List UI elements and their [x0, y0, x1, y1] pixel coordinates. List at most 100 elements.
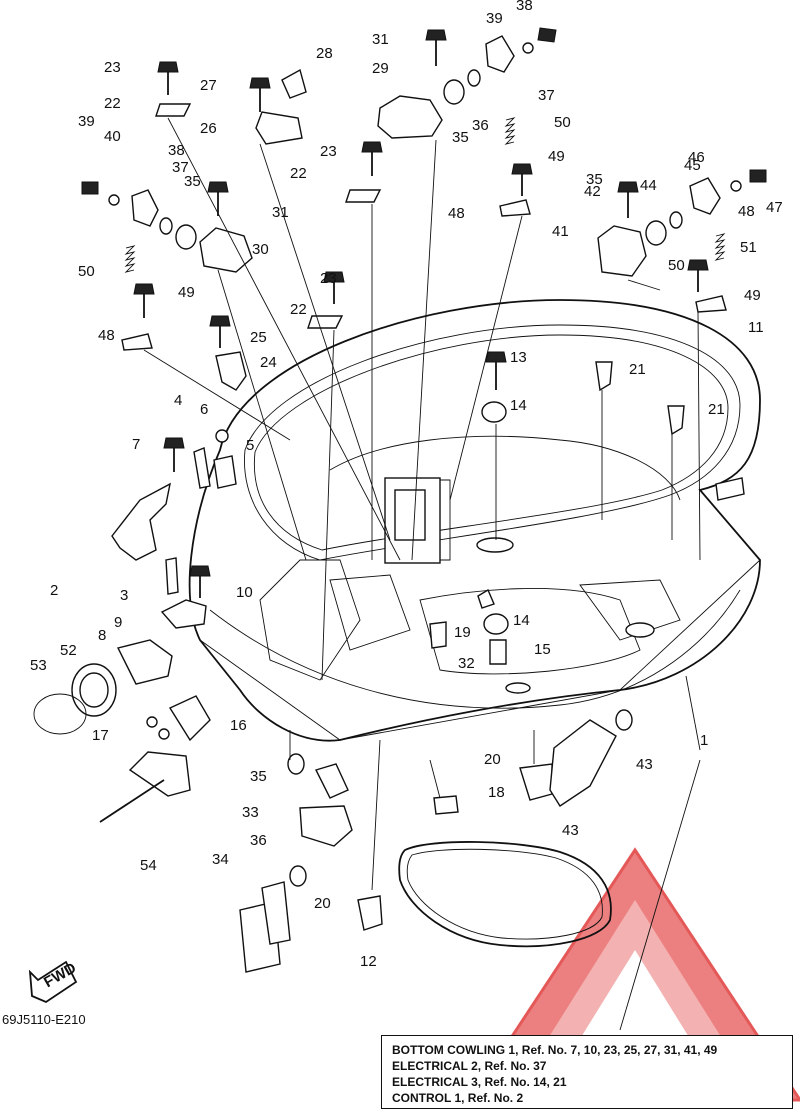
- callout-number: 2: [50, 582, 58, 599]
- callout-number: 32: [458, 655, 475, 672]
- bracket-48b: [121, 333, 153, 351]
- bolt-31b: [207, 181, 229, 216]
- callout-number: 49: [744, 287, 761, 304]
- callout-number: 50: [78, 263, 95, 280]
- clip-17b: [158, 728, 170, 740]
- callout-number: 20: [484, 751, 501, 768]
- plate-9: [160, 599, 207, 629]
- grommet-36a: [467, 69, 481, 87]
- callout-number: 26: [200, 120, 217, 137]
- screw-6: [215, 429, 229, 443]
- callout-number: 23: [320, 270, 337, 287]
- clamp-52: [33, 693, 87, 735]
- holder-40: [597, 225, 647, 277]
- collar-15: [489, 639, 507, 665]
- damper-20a: [519, 763, 553, 801]
- bolt-25: [209, 315, 231, 348]
- callout-number: 27: [200, 77, 217, 94]
- callout-number: 36: [250, 832, 267, 849]
- callout-number: 43: [636, 756, 653, 773]
- grommet-43a: [645, 220, 667, 246]
- callout-number: 37: [538, 87, 555, 104]
- note-line: ELECTRICAL 3, Ref. No. 14, 21: [392, 1075, 567, 1089]
- grommet-35b: [175, 224, 197, 250]
- callout-number: 19: [454, 624, 471, 641]
- bolt-49b: [511, 163, 533, 196]
- note-line: CONTROL 1, Ref. No. 2: [392, 1091, 524, 1105]
- callout-number: 6: [200, 401, 208, 418]
- callout-number: 28: [316, 45, 333, 62]
- callout-number: 43: [562, 822, 579, 839]
- callout-number: 50: [554, 114, 571, 131]
- callout-number: 48: [738, 203, 755, 220]
- fwd-arrow: FWD: [28, 959, 79, 1004]
- spring-50c: [714, 233, 726, 261]
- washer-39b: [108, 194, 120, 206]
- plate-22c: [307, 315, 344, 329]
- connector-37a: [485, 35, 515, 73]
- grommet-35d: [289, 865, 307, 887]
- callout-number: 34: [212, 851, 229, 868]
- callout-number: 54: [140, 857, 157, 874]
- fwd-label: FWD: [41, 959, 79, 991]
- bracket-48c: [695, 295, 727, 313]
- callout-number: 52: [60, 642, 77, 659]
- callout-number: 22: [290, 165, 307, 182]
- grommet-8: [116, 639, 173, 685]
- callout-number: 23: [104, 59, 121, 76]
- callout-number: 38: [516, 0, 533, 14]
- note-line: ELECTRICAL 2, Ref. No. 37: [392, 1059, 547, 1073]
- grommet-16: [168, 695, 211, 742]
- callout-number: 17: [92, 727, 109, 744]
- washer-39a: [522, 42, 534, 54]
- bolt-31a: [425, 29, 447, 66]
- callout-number: 23: [320, 143, 337, 160]
- callout-number: 41: [552, 223, 569, 240]
- callout-number: 38: [168, 142, 185, 159]
- callout-number: 25: [250, 329, 267, 346]
- connector-45: [689, 177, 721, 215]
- grommet-35a: [443, 79, 465, 105]
- callout-number: 47: [766, 199, 783, 216]
- callout-number: 21: [708, 401, 725, 418]
- callout-number: 35: [250, 768, 267, 785]
- callout-number: 40: [104, 128, 121, 145]
- plate-22b: [345, 189, 382, 203]
- bolt-41: [617, 181, 639, 218]
- callout-number: 3: [120, 587, 128, 604]
- callout-number: 51: [740, 239, 757, 256]
- grommet-36b: [159, 217, 173, 235]
- bolt-49a: [133, 283, 155, 318]
- callout-number: 14: [510, 397, 527, 414]
- callout-number: 11: [748, 319, 764, 336]
- reference-notes: BOTTOM COWLING 1, Ref. No. 7, 10, 23, 25…: [381, 1035, 793, 1109]
- bolt-13: [485, 351, 507, 390]
- bolt-23a: [157, 61, 179, 95]
- callout-number: 31: [372, 31, 389, 48]
- connector-37b: [131, 189, 159, 227]
- bumper-21a: [595, 361, 613, 392]
- bolt-23c: [323, 271, 345, 304]
- callout-number: 8: [98, 627, 106, 644]
- label-54: [715, 477, 745, 501]
- callout-number: 24: [260, 354, 277, 371]
- pin-32: [429, 621, 447, 649]
- callout-number: 15: [534, 641, 551, 658]
- small-parts: [33, 27, 767, 973]
- pin-3: [165, 557, 179, 595]
- callout-number: 49: [548, 148, 565, 165]
- callout-number: 35: [586, 171, 603, 188]
- bracket-24: [215, 351, 247, 391]
- bolt-10: [189, 565, 211, 598]
- diagram-code: 69J5110-E210: [2, 1012, 86, 1027]
- callout-number: 49: [178, 284, 195, 301]
- grommet-14b: [483, 613, 509, 635]
- callout-number: 22: [290, 301, 307, 318]
- clip-5: [213, 455, 237, 489]
- bolt-49c: [687, 259, 709, 292]
- bolt-38b: [81, 181, 99, 195]
- grommet-14a: [481, 401, 507, 423]
- spring-50b: [124, 245, 136, 273]
